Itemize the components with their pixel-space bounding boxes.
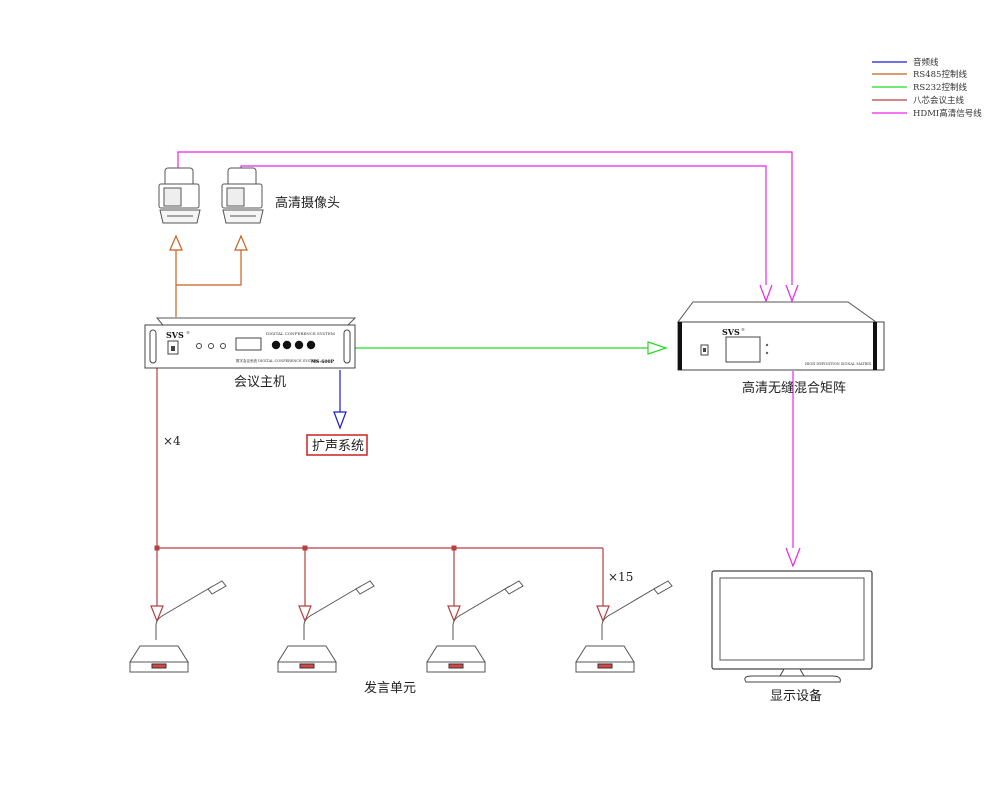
speaker-system-box: [306, 434, 368, 456]
svg-text:®: ®: [741, 327, 745, 332]
audio-link: [333, 370, 347, 430]
delegate-unit: [129, 580, 227, 673]
rs232-link: [353, 341, 668, 355]
svg-text:®: ®: [186, 330, 190, 335]
delegate-unit: [426, 580, 524, 673]
legend: 音频线 RS485控制线 RS232控制线 八芯会议主线 HDMI高清信号线: [872, 57, 982, 119]
camera-label: 高清摄像头: [275, 195, 340, 211]
conference-host: SVS ® DIGITAL CONFERENCE SYSTEM 数字会议系统 D…: [144, 317, 357, 369]
host-panel-subtitle: 数字会议系统 DIGITAL CONFERENCE SYSTEM: [236, 358, 319, 363]
matrix-label: 高清无缝混合矩阵: [742, 380, 846, 396]
main-line-bus: [150, 368, 610, 623]
hd-matrix-switcher: SVS ® HIGH DEFINITION SIGNAL MATRIX: [677, 301, 885, 371]
matrix-brand: SVS: [722, 327, 740, 337]
units-count: ×15: [608, 570, 633, 584]
legend-label: HDMI高清信号线: [913, 108, 982, 119]
camera-unit: [221, 167, 264, 224]
legend-label: RS485控制线: [913, 69, 967, 80]
display-label: 显示设备: [770, 688, 822, 704]
rs485-links: [169, 234, 248, 317]
host-label: 会议主机: [234, 375, 286, 390]
delegate-unit: [277, 580, 375, 673]
matrix-display: [725, 336, 761, 363]
delegate-unit: [575, 580, 673, 673]
host-brand: SVS: [166, 330, 184, 340]
display-device: [711, 570, 873, 683]
speaker-system-label: 扩声系统: [312, 439, 364, 454]
host-model: MS-600P: [311, 359, 335, 365]
host-panel-title: DIGITAL CONFERENCE SYSTEM: [266, 331, 335, 336]
camera-unit: [158, 167, 201, 224]
host-count: ×4: [163, 434, 181, 448]
matrix-panel-subtitle: HIGH DEFINITION SIGNAL MATRIX: [805, 362, 872, 366]
legend-label: 音频线: [913, 57, 939, 68]
units-label: 发言单元: [364, 680, 416, 696]
legend-label: RS232控制线: [913, 82, 967, 93]
legend-label: 八芯会议主线: [913, 95, 965, 106]
host-display: [235, 337, 262, 351]
